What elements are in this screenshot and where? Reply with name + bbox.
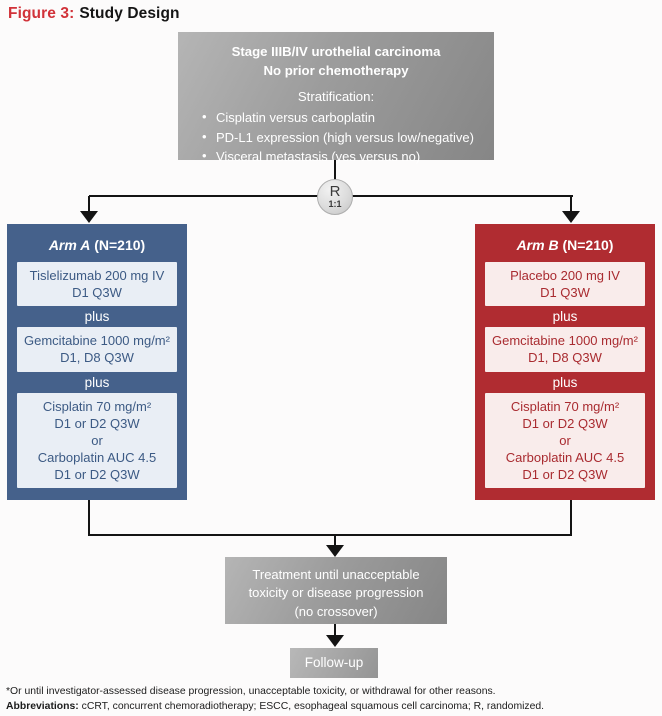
arm-b-drug-box-1: Placebo 200 mg IV D1 Q3W [485, 262, 645, 307]
drug-line: D1, D8 Q3W [528, 350, 602, 366]
arrow-down-icon [562, 211, 580, 223]
arm-a-name: Arm A [48, 237, 91, 253]
plus-label: plus [552, 374, 578, 390]
arrow-down-icon [326, 545, 344, 557]
drug-line: D1 or D2 Q3W [522, 467, 608, 483]
arrow-down-icon [326, 635, 344, 647]
randomization-node: R 1:1 [317, 179, 353, 215]
connector-line [334, 624, 336, 636]
arm-a-box: Arm A (N=210) Tislelizumab 200 mg IV D1 … [7, 224, 187, 500]
drug-line: Tislelizumab 200 mg IV [29, 268, 165, 283]
eligibility-line1: Stage IIIB/IV urothelial carcinoma [231, 44, 441, 59]
stratification-item: PD-L1 expression (high versus low/negati… [202, 127, 494, 148]
plus-label: plus [552, 309, 578, 325]
treatment-line: Treatment until unacceptable [252, 567, 420, 582]
arm-a-drug-box-1: Tislelizumab 200 mg IV D1 Q3W [17, 262, 177, 307]
drug-line: D1 or D2 Q3W [54, 415, 140, 431]
eligibility-line2: No prior chemotherapy [263, 62, 409, 78]
drug-line: Cisplatin 70 mg/m² [510, 398, 620, 414]
plus-label: plus [84, 309, 110, 325]
drug-line: Carboplatin AUC 4.5 [37, 450, 157, 466]
figure-title: Figure 3:Study Design [8, 5, 180, 23]
eligibility-box: Stage IIIB/IV urothelial carcinoma No pr… [178, 32, 494, 165]
randomization-symbol: R [329, 183, 341, 200]
drug-line: D1, D8 Q3W [60, 350, 134, 366]
randomization-ratio: 1:1 [328, 199, 342, 209]
treatment-line: toxicity or disease progression [248, 585, 424, 601]
treatment-line: (no crossover) [294, 603, 378, 619]
stratification-item: Cisplatin versus carboplatin [202, 107, 494, 128]
arm-b-drug-box-3: Cisplatin 70 mg/m² D1 or D2 Q3W or Carbo… [485, 392, 645, 489]
connector-line [570, 500, 572, 536]
stratification-item: Visceral metastasis (yes versus no) [202, 146, 494, 167]
drug-line: Gemcitabine 1000 mg/m² [492, 333, 638, 349]
drug-line: Carboplatin AUC 4.5 [505, 450, 625, 466]
drug-line: Placebo 200 mg IV [510, 268, 620, 283]
stratification-list: Cisplatin versus carboplatin PD-L1 expre… [202, 107, 494, 167]
drug-line: D1 or D2 Q3W [54, 467, 140, 483]
footnote-abbreviations: Abbreviations: cCRT, concurrent chemorad… [6, 700, 658, 715]
arm-b-name: Arm B [516, 237, 559, 253]
connector-line [88, 534, 572, 536]
arm-a-n: (N=210) [94, 237, 146, 253]
drug-line: Cisplatin 70 mg/m² [42, 398, 152, 414]
drug-line: D1 Q3W [540, 285, 590, 301]
arm-b-header: Arm B (N=210) [485, 237, 645, 253]
connector-line [88, 500, 90, 536]
connector-line [334, 160, 336, 186]
arm-b-box: Arm B (N=210) Placebo 200 mg IV D1 Q3W p… [475, 224, 655, 500]
arm-b-drug-box-2: Gemcitabine 1000 mg/m² D1, D8 Q3W [485, 327, 645, 372]
stratification-label: Stratification: [297, 89, 375, 105]
abbreviations-text: cCRT, concurrent chemoradiotherapy; ESCC… [81, 700, 545, 712]
drug-line: Gemcitabine 1000 mg/m² [24, 333, 170, 349]
drug-line: D1 or D2 Q3W [522, 415, 608, 431]
arm-a-drug-box-2: Gemcitabine 1000 mg/m² D1, D8 Q3W [17, 327, 177, 372]
figure-number-label: Figure 3: [8, 5, 75, 22]
arm-b-n: (N=210) [562, 237, 614, 253]
followup-box: Follow-up [290, 648, 378, 678]
arm-a-drug-box-3: Cisplatin 70 mg/m² D1 or D2 Q3W or Carbo… [17, 392, 177, 489]
drug-line: or [559, 432, 571, 448]
treatment-box: Treatment until unacceptable toxicity or… [225, 557, 447, 624]
arm-a-header: Arm A (N=210) [17, 237, 177, 253]
footnote-asterisk: *Or until investigator-assessed disease … [6, 686, 496, 697]
connector-line [334, 536, 336, 546]
abbreviations-label: Abbreviations: [6, 700, 79, 712]
drug-line: D1 Q3W [72, 285, 122, 301]
drug-line: or [91, 432, 103, 448]
plus-label: plus [84, 374, 110, 390]
figure-name: Study Design [79, 5, 180, 22]
connector-line [570, 196, 572, 212]
footnotes: *Or until investigator-assessed disease … [6, 685, 658, 715]
connector-line [88, 196, 90, 212]
arrow-down-icon [80, 211, 98, 223]
